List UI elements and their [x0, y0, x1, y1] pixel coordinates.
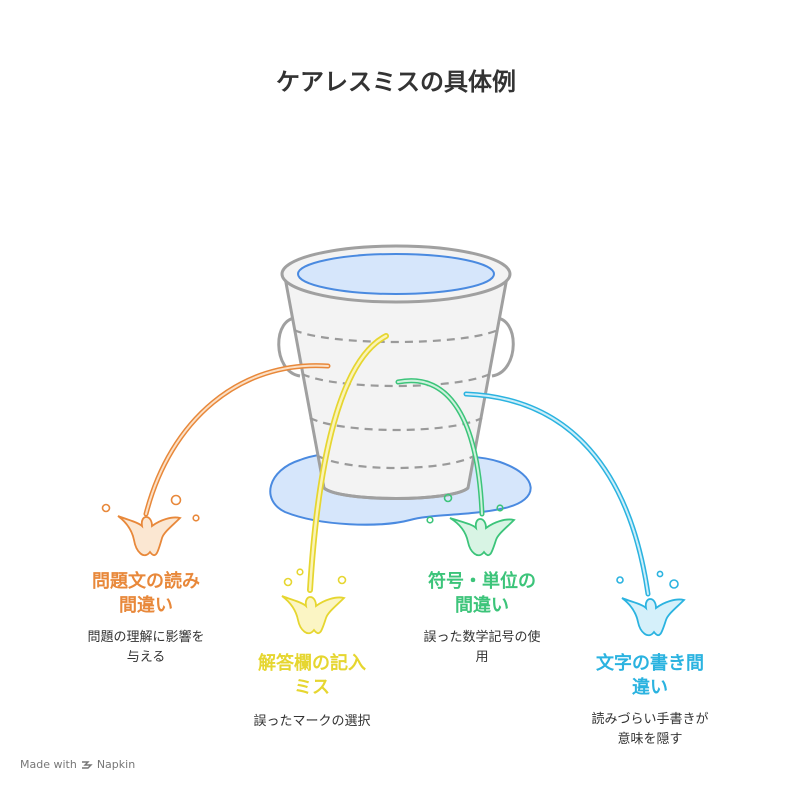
bucket-bottom — [323, 486, 469, 500]
item-desc-sign-unit: 誤った数学記号の使 用 — [392, 628, 572, 668]
bucket-water-surface — [297, 253, 495, 295]
item-label-line: 違い — [632, 677, 668, 698]
footer-attribution: Made with Napkin — [20, 758, 135, 771]
item-desc-answer-sheet: 誤ったマークの選択 — [222, 712, 402, 732]
item-desc-line: 問題の理解に影響を — [87, 630, 205, 645]
item-desc-line: 誤ったマークの選択 — [253, 714, 371, 729]
item-label-line: 問題文の読み — [92, 571, 200, 592]
napkin-logo-icon — [81, 760, 93, 769]
item-label-line: 解答欄の記入 — [258, 653, 366, 674]
item-label-sign-unit: 符号・単位の 間違い — [392, 570, 572, 618]
item-label-problem-reading: 問題文の読み 間違い — [56, 570, 236, 618]
item-desc-handwriting: 読みづらい手書きが 意味を隠す — [560, 710, 740, 750]
splash-blue — [616, 570, 686, 637]
stream-yellow-core — [308, 334, 388, 592]
item-desc-line: 意味を隠す — [617, 732, 683, 747]
item-label-line: 間違い — [455, 595, 509, 616]
stream-orange-core — [145, 364, 329, 515]
bucket-handle-left — [277, 316, 301, 378]
item-desc-line: 用 — [475, 650, 489, 665]
item-label-line: ミス — [294, 677, 330, 698]
item-label-line: 間違い — [119, 595, 173, 616]
item-desc-line: 誤った数学記号の使 — [423, 630, 541, 645]
bucket-ring — [301, 373, 491, 388]
item-label-line: 文字の書き間 — [596, 653, 704, 674]
stream-green-core — [397, 379, 483, 515]
bucket-ring — [317, 455, 475, 470]
splash-yellow — [281, 568, 347, 635]
item-label-answer-sheet: 解答欄の記入 ミス — [222, 652, 402, 700]
bucket-ring — [293, 328, 499, 344]
item-label-handwriting: 文字の書き間 違い — [560, 652, 740, 700]
item-desc-line: 与える — [126, 650, 166, 665]
splash-orange — [101, 494, 200, 557]
item-label-line: 符号・単位の — [428, 571, 536, 592]
item-desc-problem-reading: 問題の理解に影響を 与える — [56, 628, 236, 668]
splash-green — [426, 493, 516, 557]
page-title: ケアレスミスの具体例 — [276, 68, 516, 96]
footer-brand: Napkin — [96, 758, 136, 771]
bucket-handle-right — [491, 316, 515, 378]
stream-blue-core — [465, 393, 649, 595]
item-desc-line: 読みづらい手書きが — [591, 712, 709, 727]
footer-made-with: Made with — [20, 758, 77, 771]
